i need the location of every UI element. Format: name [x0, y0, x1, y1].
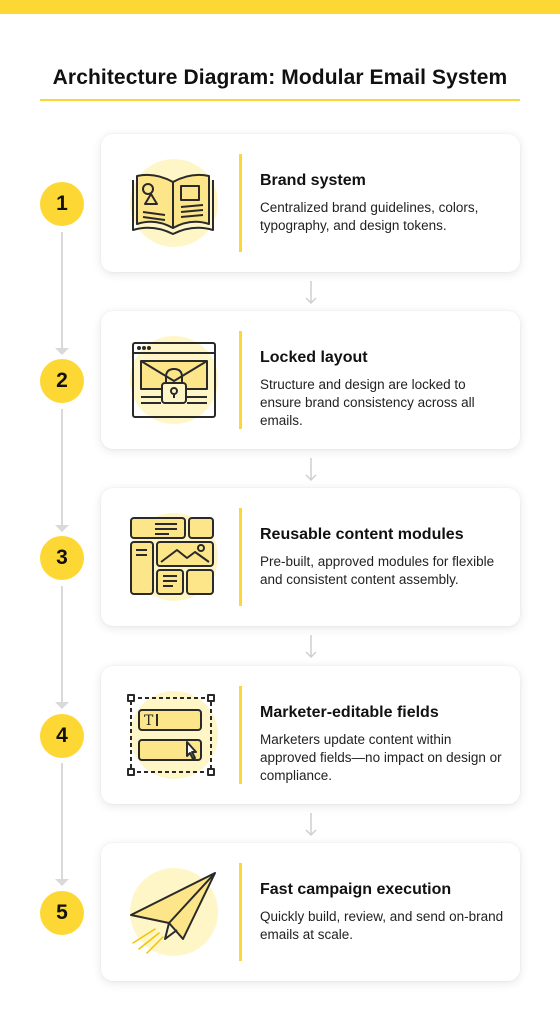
- card-title: Marketer-editable fields: [260, 704, 439, 721]
- editable-fields-icon: T: [125, 686, 223, 784]
- open-book-icon: [125, 154, 223, 252]
- step-card-locked-layout: Locked layout Structure and design are l…: [101, 311, 520, 449]
- step-card-fast-execution: Fast campaign execution Quickly build, r…: [101, 843, 520, 981]
- down-arrow-icon: [305, 813, 317, 837]
- card-title: Fast campaign execution: [260, 881, 452, 898]
- step-1-number: 1: [40, 182, 84, 226]
- timeline-arrow: [55, 702, 69, 709]
- timeline-segment: [61, 232, 63, 352]
- card-divider: [239, 331, 242, 429]
- card-divider: [239, 508, 242, 606]
- step-5-number: 5: [40, 891, 84, 935]
- timeline-segment: [61, 763, 63, 883]
- timeline-arrow: [55, 879, 69, 886]
- step-4-number: 4: [40, 714, 84, 758]
- card-description: Marketers update content within approved…: [260, 732, 502, 783]
- card-divider: [239, 154, 242, 252]
- card-description: Structure and design are locked to ensur…: [260, 377, 475, 428]
- card-description: Pre-built, approved modules for flexible…: [260, 554, 495, 587]
- card-divider: [239, 686, 242, 784]
- paper-plane-icon: [125, 863, 223, 961]
- timeline-arrow: [55, 525, 69, 532]
- card-divider: [239, 863, 242, 961]
- down-arrow-icon: [305, 635, 317, 659]
- step-card-brand-system: Brand system Centralized brand guideline…: [101, 134, 520, 272]
- title-underline: [40, 99, 520, 101]
- card-title: Brand system: [260, 172, 366, 189]
- down-arrow-icon: [305, 458, 317, 482]
- step-3-number: 3: [40, 536, 84, 580]
- timeline-segment: [61, 409, 63, 529]
- card-title: Reusable content modules: [260, 526, 464, 543]
- modules-grid-icon: [125, 508, 223, 606]
- locked-layout-icon: [125, 331, 223, 429]
- card-description: Quickly build, review, and send on-brand…: [260, 909, 504, 942]
- top-accent-bar: [0, 0, 560, 14]
- timeline-arrow: [55, 348, 69, 355]
- step-card-editable-fields: T Marketer-editable fields Marketers upd…: [101, 666, 520, 804]
- timeline-segment: [61, 586, 63, 706]
- card-title: Locked layout: [260, 349, 368, 366]
- card-description: Centralized brand guidelines, colors, ty…: [260, 200, 479, 233]
- svg-text:T: T: [144, 713, 154, 729]
- down-arrow-icon: [305, 281, 317, 305]
- step-2-number: 2: [40, 359, 84, 403]
- step-card-reusable-modules: Reusable content modules Pre-built, appr…: [101, 488, 520, 626]
- diagram-title: Architecture Diagram: Modular Email Syst…: [52, 66, 508, 89]
